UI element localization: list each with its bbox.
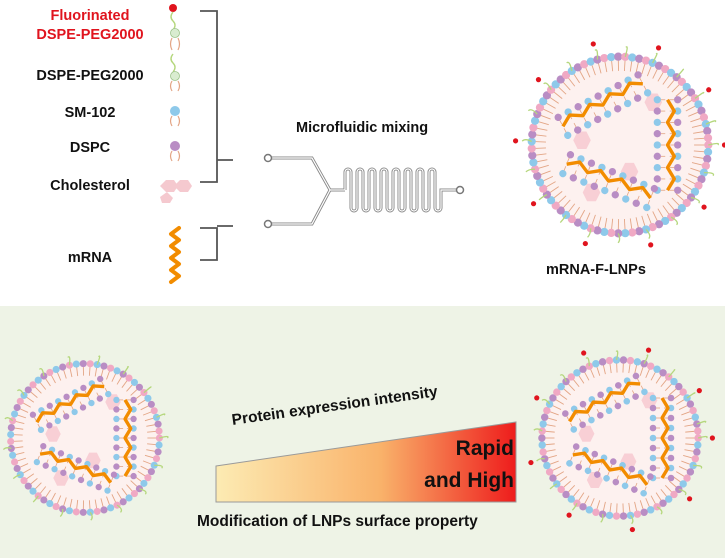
microfluidic-chip-inner bbox=[268, 157, 461, 225]
label-modification: Modification of LNPs surface property bbox=[197, 513, 478, 530]
label-cholesterol: Cholesterol bbox=[50, 178, 130, 194]
intensity-gradient-triangle bbox=[215, 421, 517, 503]
label-microfluidic-mixing: Microfluidic mixing bbox=[296, 120, 429, 136]
mrna-icon bbox=[169, 226, 181, 284]
label-and-high: and High bbox=[424, 469, 514, 492]
chip-inlet-bottom bbox=[263, 219, 273, 229]
dspc-icon bbox=[169, 141, 181, 162]
label-dspe-peg: DSPE-PEG2000 bbox=[36, 68, 144, 84]
lnp-right bbox=[528, 347, 716, 533]
label-mrna: mRNA bbox=[67, 250, 113, 266]
label-fluorinated-line2: DSPE-PEG2000 bbox=[36, 27, 144, 43]
sm102-icon bbox=[169, 106, 181, 127]
label-fluorinated-line1: Fluorinated bbox=[50, 8, 130, 24]
mrna-bracket bbox=[200, 225, 233, 261]
label-rapid: Rapid bbox=[455, 437, 514, 460]
chip-outlet bbox=[455, 185, 465, 195]
fluorinated-dspe-peg-icon bbox=[169, 4, 181, 51]
dspe-peg-icon bbox=[169, 53, 181, 92]
chip-inlet-top bbox=[263, 153, 273, 163]
label-dspc: DSPC bbox=[69, 140, 111, 156]
label-product: mRNA-F-LNPs bbox=[546, 262, 646, 278]
lnp-main bbox=[512, 41, 725, 248]
lnp-left bbox=[2, 355, 169, 521]
cholesterol-icon bbox=[160, 180, 192, 203]
lipid-bracket bbox=[200, 10, 233, 183]
label-sm102: SM-102 bbox=[64, 105, 116, 121]
